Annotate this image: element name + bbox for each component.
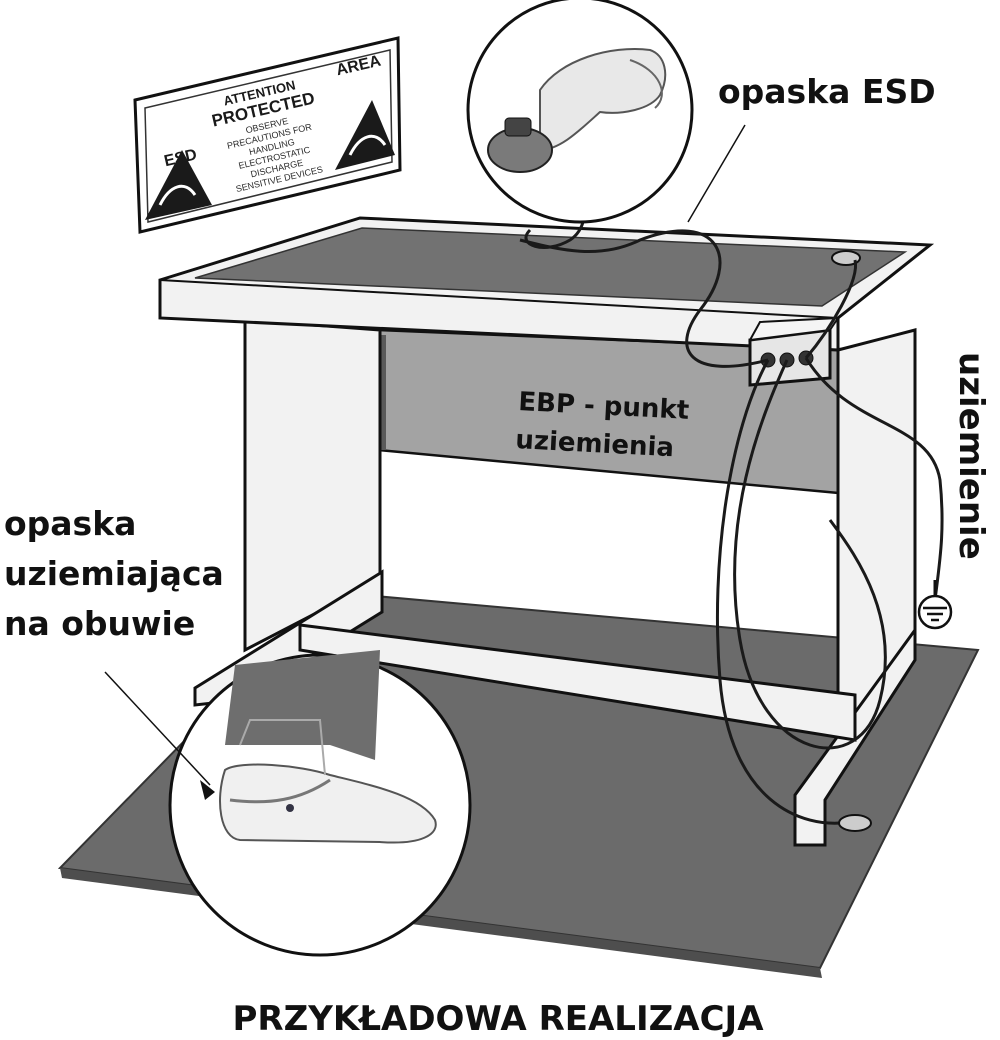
shoe-pointer [104, 671, 211, 786]
grounding-label: uziemienie [951, 352, 991, 560]
shoe-bubble [168, 650, 472, 957]
esd-warning-icon [335, 100, 395, 170]
esd-warning-icon [145, 150, 212, 220]
shoe-label-line3: na obuwie [4, 604, 195, 643]
desk-ground-stud [831, 250, 861, 266]
desk-top-mat [194, 227, 908, 307]
shoe-label-line2: uziemiająca [4, 554, 224, 593]
esd-strap-label: opaska ESD [718, 72, 936, 111]
caption: PRZYKŁADOWA REALIZACJA [232, 999, 764, 1039]
desk-edge-line [159, 279, 839, 319]
shoe-label-line1: opaska [4, 504, 136, 543]
ebp-ground-box [748, 316, 840, 387]
grounding-cords [519, 185, 944, 825]
sign-esd: ESD [163, 146, 199, 170]
floor-ground-stud [838, 814, 872, 832]
shoe-pointer-arrow [200, 780, 215, 800]
ground-symbol-icon [917, 580, 953, 630]
esd-sign: ATTENTION ESD PROTECTED AREA OBSERVE PRE… [133, 36, 402, 234]
wrist-strap-bubble [466, 0, 694, 224]
esd-strap-pointer [687, 124, 746, 223]
wrist-strap-icon [487, 48, 667, 173]
shoe-icon [219, 719, 437, 844]
